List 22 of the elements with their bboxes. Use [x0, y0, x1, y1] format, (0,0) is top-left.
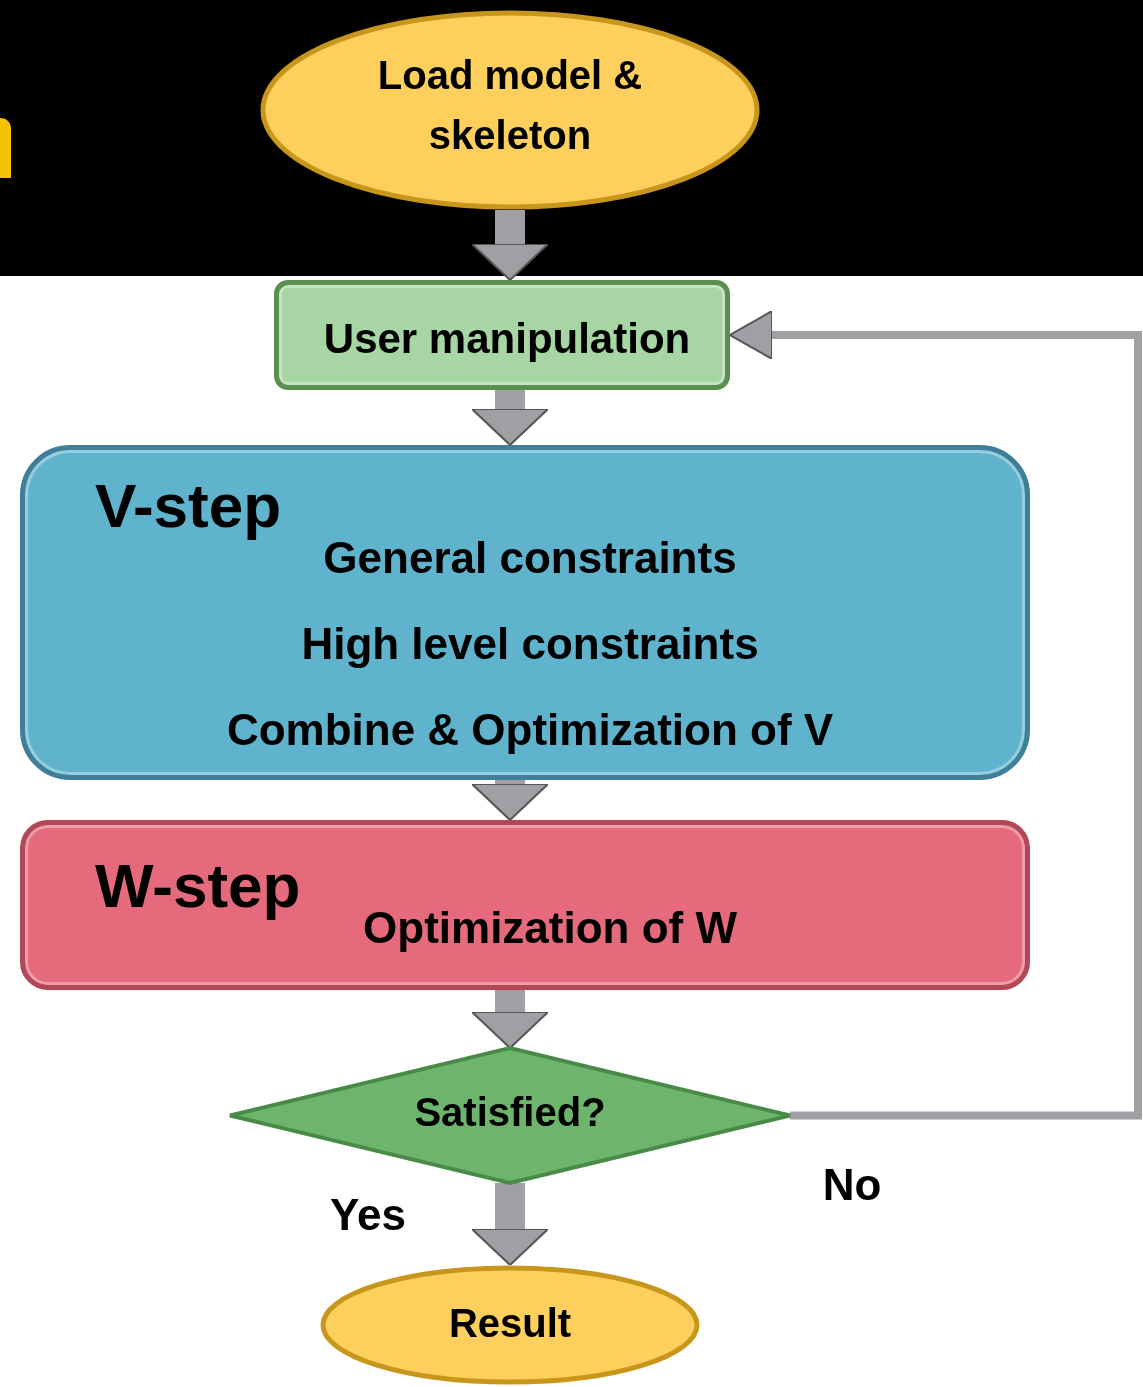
block-arrow [471, 390, 549, 446]
block-arrow [471, 1183, 549, 1266]
arrow [729, 310, 1142, 1120]
node-label: Satisfied? [413, 1090, 607, 1135]
end-ellipse [320, 1265, 700, 1385]
node-label: High level constraints [301, 619, 759, 669]
step-panel [20, 445, 1030, 780]
start-ellipse [260, 10, 760, 210]
node-label: Result [447, 1301, 573, 1346]
block-arrow [471, 990, 549, 1049]
process-box [274, 280, 730, 390]
node-label: General constraints [323, 533, 737, 583]
node-label: Combine & Optimization of V [226, 705, 834, 755]
step-heading: V-step [95, 470, 282, 541]
node-label: Optimization of W [363, 903, 737, 953]
decision-diamond [230, 1048, 790, 1183]
step-heading: W-step [95, 850, 301, 921]
node-label: User manipulation [322, 315, 692, 363]
step-panel [20, 820, 1030, 990]
block-arrow [471, 780, 549, 821]
block-arrow [471, 210, 549, 281]
node-label: Load model & skeleton [376, 52, 644, 159]
